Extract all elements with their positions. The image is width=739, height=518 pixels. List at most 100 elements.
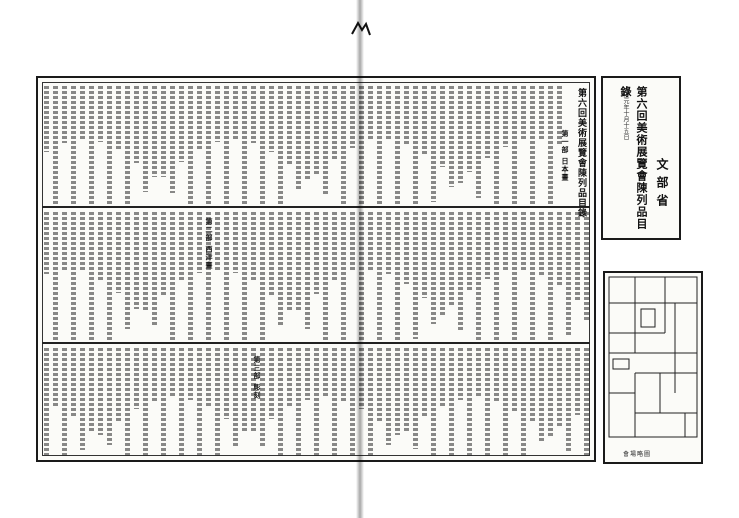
print-column xyxy=(44,348,49,458)
print-column xyxy=(125,348,130,458)
print-column xyxy=(386,348,391,445)
print-column xyxy=(296,212,301,310)
print-column xyxy=(557,86,562,146)
floor-plan-drawing xyxy=(608,276,698,438)
print-column xyxy=(476,86,481,198)
print-column xyxy=(422,348,427,417)
print-column xyxy=(332,212,337,281)
print-column xyxy=(539,86,544,140)
print-column xyxy=(521,348,526,456)
print-column xyxy=(467,212,472,291)
section-heading-sculpture: 第三部 彫刻 xyxy=(253,356,262,400)
print-column xyxy=(116,348,121,421)
print-column xyxy=(584,212,589,321)
print-column xyxy=(233,348,238,447)
print-column xyxy=(233,212,238,273)
print-column xyxy=(71,212,76,340)
print-column xyxy=(413,212,418,339)
print-column xyxy=(197,212,202,273)
print-column xyxy=(449,86,454,187)
print-column xyxy=(350,348,355,458)
print-column xyxy=(188,212,193,340)
print-column xyxy=(530,212,535,340)
print-column xyxy=(341,212,346,340)
print-column xyxy=(530,348,535,423)
print-column xyxy=(170,86,175,193)
print-column xyxy=(206,212,211,340)
print-column xyxy=(440,212,445,315)
print-column xyxy=(395,86,400,204)
print-column xyxy=(251,86,256,143)
print-column xyxy=(269,212,274,296)
print-column xyxy=(242,86,247,204)
print-column xyxy=(161,212,166,296)
print-column xyxy=(485,348,490,458)
print-column xyxy=(215,86,220,142)
print-column xyxy=(413,86,418,204)
print-column xyxy=(143,212,148,312)
print-column xyxy=(413,348,418,449)
band-divider xyxy=(42,206,590,208)
print-column xyxy=(440,86,445,167)
print-column xyxy=(71,86,76,204)
catalogue-heading: 第六回美術展覽會陳列品目錄 xyxy=(576,88,586,218)
print-column xyxy=(386,86,391,140)
print-column xyxy=(134,212,139,309)
print-column xyxy=(89,86,94,204)
print-column xyxy=(350,86,355,148)
print-column xyxy=(116,86,121,150)
print-column xyxy=(179,212,184,282)
print-column xyxy=(170,348,175,398)
print-column xyxy=(566,212,571,337)
print-column xyxy=(386,212,391,274)
print-column xyxy=(467,86,472,172)
print-column xyxy=(314,86,319,174)
print-column xyxy=(377,348,382,421)
print-column xyxy=(206,348,211,408)
print-column xyxy=(575,348,580,415)
print-column xyxy=(44,86,49,152)
print-column xyxy=(53,86,58,204)
print-column xyxy=(242,212,247,340)
print-column xyxy=(287,212,292,312)
print-column xyxy=(305,86,310,180)
page-fold-shadow xyxy=(356,0,364,518)
print-column xyxy=(368,212,373,270)
print-column xyxy=(548,348,553,438)
print-column xyxy=(287,86,292,165)
print-column xyxy=(251,348,256,433)
print-column xyxy=(359,212,364,340)
print-column xyxy=(260,348,265,447)
print-column xyxy=(206,86,211,204)
print-column xyxy=(458,86,463,183)
print-column xyxy=(215,348,220,458)
print-column xyxy=(224,86,229,204)
print-column xyxy=(152,348,157,401)
print-column xyxy=(260,86,265,204)
print-column xyxy=(485,86,490,158)
print-column xyxy=(359,348,364,409)
print-column xyxy=(422,212,427,298)
print-column xyxy=(557,212,562,286)
print-column xyxy=(278,212,283,326)
print-column xyxy=(377,212,382,340)
print-column xyxy=(323,348,328,398)
print-column xyxy=(458,212,463,331)
print-column xyxy=(107,212,112,340)
print-column xyxy=(377,86,382,204)
print-column xyxy=(341,86,346,204)
print-column xyxy=(494,212,499,340)
publication-date: 大正元年十月十五日 xyxy=(622,86,629,140)
print-column xyxy=(98,86,103,142)
print-column xyxy=(458,348,463,400)
print-column xyxy=(80,348,85,450)
catalogue-frame: 第六回美術展覽會陳列品目錄 第一部 日本畫 第二部 西洋畫 第三部 彫刻 xyxy=(36,76,596,462)
title-cartouche: 大正元年十月十五日 第六回美術展覽會陳列品目錄 文部省 xyxy=(601,76,681,240)
print-column xyxy=(557,348,562,428)
print-column xyxy=(440,348,445,406)
print-column xyxy=(476,212,481,340)
print-column xyxy=(323,212,328,340)
print-column xyxy=(503,86,508,147)
print-column xyxy=(575,212,580,301)
